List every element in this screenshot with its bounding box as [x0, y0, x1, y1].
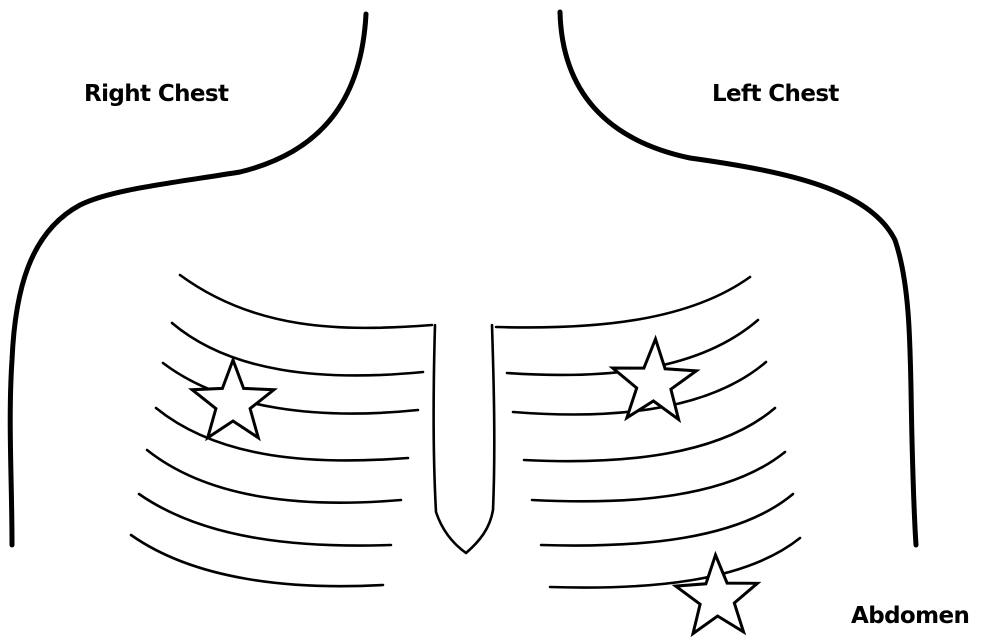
rib: [532, 452, 785, 501]
sternum: [434, 325, 495, 553]
rib: [180, 275, 432, 328]
rib: [496, 277, 750, 327]
rib: [524, 408, 775, 461]
left-ribs: [496, 277, 800, 588]
rib: [147, 450, 401, 503]
right-ribs: [131, 275, 432, 586]
left-chest-label: Left Chest: [712, 81, 839, 107]
rib: [156, 408, 408, 461]
abdomen-label: Abdomen: [851, 603, 969, 629]
right-chest-label: Right Chest: [84, 81, 228, 107]
rib: [131, 535, 383, 586]
rib: [172, 323, 423, 375]
star-marker: [192, 360, 274, 438]
